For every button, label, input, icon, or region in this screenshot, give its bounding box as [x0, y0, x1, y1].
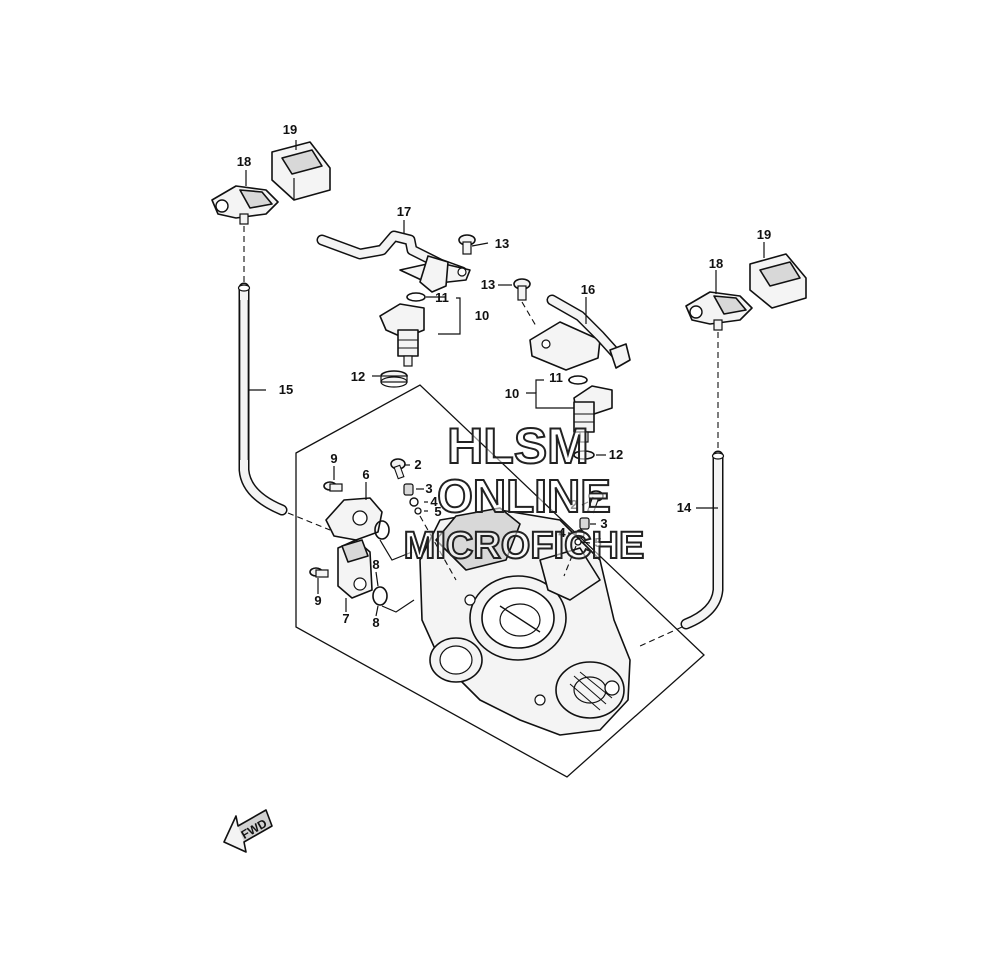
callout-8-lower: 8: [372, 615, 379, 630]
watermark-line1: HLSM: [447, 418, 589, 474]
callout-8-upper: 8: [372, 557, 379, 572]
callout-18-left: 18: [237, 154, 251, 169]
callout-7: 7: [342, 611, 349, 626]
callout-11-upper: 11: [435, 290, 449, 305]
callout-4-left: 4: [430, 494, 438, 509]
screw-2-right[interactable]: [587, 490, 604, 514]
callout-5-left: 5: [434, 504, 441, 519]
o-ring-8-upper[interactable]: [374, 520, 390, 540]
spring-3-left[interactable]: [403, 483, 414, 496]
watermark-line3: MICROFICHE: [404, 525, 645, 567]
callout-19-left: 19: [283, 122, 297, 137]
o-ring-11-upper[interactable]: [406, 292, 426, 302]
forward-arrow-icon: FWD: [223, 809, 273, 853]
connector-cover-left[interactable]: [271, 141, 331, 201]
fuel-injector-upper[interactable]: [379, 303, 425, 367]
callout-10-lower: 10: [505, 386, 519, 401]
callout-18-right: 18: [709, 256, 723, 271]
callout-9-upper: 9: [330, 451, 337, 466]
watermark: HLSM ONLINE MICROFICHE: [403, 417, 646, 568]
o-ring-8-lower[interactable]: [372, 586, 388, 606]
o-ring-5-left[interactable]: [414, 507, 422, 515]
callout-2-right: 2: [570, 497, 577, 512]
callout-3-left: 3: [425, 481, 432, 496]
cushion-seal-12-lower[interactable]: [573, 450, 595, 460]
callout-14: 14: [677, 500, 692, 515]
callout-3-right: 3: [600, 516, 607, 531]
bolt-13-upper[interactable]: [458, 234, 476, 255]
callout-17: 17: [397, 204, 411, 219]
assembly-boundary: [295, 384, 705, 778]
leader-lines: [245, 140, 765, 617]
callout-2-left: 2: [414, 457, 421, 472]
connector-cover-right[interactable]: [749, 253, 807, 309]
callout-4-right: 4: [558, 525, 566, 540]
callout-5-right: 5: [594, 535, 601, 550]
throttle-body[interactable]: [419, 507, 631, 736]
callout-9-lower: 9: [314, 593, 321, 608]
vacuum-hose-15[interactable]: [237, 282, 288, 516]
callout-11-lower: 11: [549, 370, 563, 385]
callout-13-upper: 13: [495, 236, 509, 251]
callout-12-lower: 12: [609, 447, 623, 462]
watermark-line2: ONLINE: [437, 470, 611, 522]
o-ring-5-right[interactable]: [574, 538, 582, 546]
o-ring-11-lower[interactable]: [568, 375, 588, 385]
fuel-pipe-16[interactable]: [529, 294, 631, 371]
bolt-13-lower[interactable]: [513, 278, 531, 301]
sensor-6[interactable]: [325, 497, 383, 541]
vacuum-hose-14[interactable]: [680, 450, 725, 630]
callout-15: 15: [279, 382, 293, 397]
spring-3-right[interactable]: [579, 517, 590, 530]
sensor-7[interactable]: [337, 539, 373, 599]
fuel-injector-lower[interactable]: [573, 385, 613, 443]
callout-13-lower: 13: [481, 277, 495, 292]
callout-16: 16: [581, 282, 595, 297]
callout-6: 6: [362, 467, 369, 482]
screw-2-left[interactable]: [390, 458, 406, 480]
pressure-sensor-right[interactable]: [685, 291, 753, 331]
callout-10-upper: 10: [475, 308, 489, 323]
fuel-delivery-pipe[interactable]: [316, 230, 471, 293]
washer-4-left[interactable]: [409, 497, 419, 507]
callout-19-right: 19: [757, 227, 771, 242]
bolt-9-lower[interactable]: [309, 567, 329, 578]
bolt-9-upper[interactable]: [323, 481, 343, 492]
callout-12-upper: 12: [351, 369, 365, 384]
cushion-seal-12-upper[interactable]: [380, 370, 408, 388]
pressure-sensor-left[interactable]: [211, 185, 279, 225]
